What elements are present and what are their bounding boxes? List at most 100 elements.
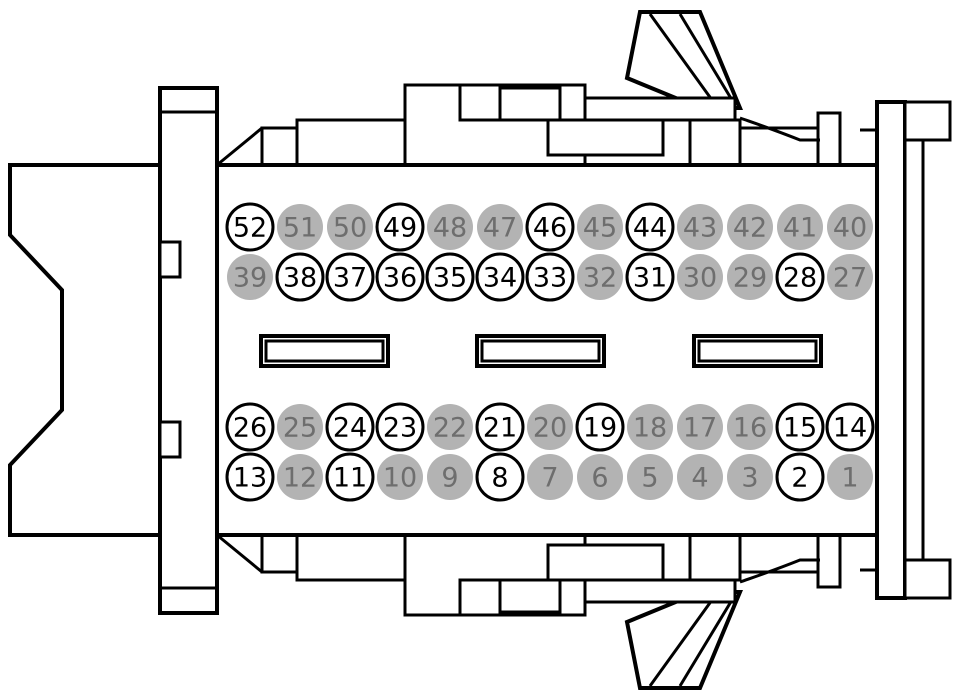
pin-10: 10 — [377, 454, 423, 500]
pin-51: 51 — [277, 204, 323, 250]
pin-label: 38 — [283, 263, 317, 294]
pin-label: 35 — [433, 263, 467, 294]
pin-cavity — [527, 404, 573, 450]
pin-label: 4 — [691, 463, 708, 494]
pin-41: 41 — [777, 204, 823, 250]
pin-cavity — [475, 402, 525, 452]
pin-24: 24 — [325, 402, 375, 452]
pin-7: 7 — [527, 454, 573, 500]
pin-cavity — [625, 252, 675, 302]
pin-label: 41 — [783, 213, 817, 244]
pin-50: 50 — [327, 204, 373, 250]
pin-label: 31 — [633, 263, 667, 294]
pin-19: 19 — [575, 402, 625, 452]
pin-cavity — [727, 454, 773, 500]
pin-5: 5 — [627, 454, 673, 500]
pin-8: 8 — [475, 452, 525, 502]
pin-label: 28 — [783, 263, 817, 294]
pin-25: 25 — [277, 404, 323, 450]
pin-cavity — [827, 254, 873, 300]
pin-cavity — [225, 402, 275, 452]
pin-42: 42 — [727, 204, 773, 250]
left-flange — [158, 86, 219, 615]
pin-44: 44 — [625, 202, 675, 252]
pin-cavity — [577, 454, 623, 500]
pin-label: 30 — [683, 263, 717, 294]
pin-label: 17 — [683, 413, 717, 444]
pin-cavity — [577, 254, 623, 300]
pin-cavity — [425, 252, 475, 302]
pin-label: 2 — [791, 463, 808, 494]
pin-label: 13 — [233, 463, 267, 494]
pin-label: 20 — [533, 413, 567, 444]
upper-fin-detail-2 — [678, 13, 737, 106]
pin-label: 44 — [633, 213, 667, 244]
pin-label: 16 — [733, 413, 767, 444]
pin-cavity — [375, 202, 425, 252]
pin-38: 38 — [275, 252, 325, 302]
pin-16: 16 — [727, 404, 773, 450]
pin-label: 32 — [583, 263, 617, 294]
lower-fin-detail — [648, 599, 714, 687]
pin-label: 43 — [683, 213, 717, 244]
pin-46: 46 — [525, 202, 575, 252]
pin-36: 36 — [375, 252, 425, 302]
pin-cavity — [677, 454, 723, 500]
pin-cavity — [727, 404, 773, 450]
pin-28: 28 — [775, 252, 825, 302]
pin-cavity — [427, 204, 473, 250]
pin-35: 35 — [425, 252, 475, 302]
pin-label: 25 — [283, 413, 317, 444]
bottom-latch — [260, 533, 842, 617]
pin-14: 14 — [825, 402, 875, 452]
pin-48: 48 — [427, 204, 473, 250]
pin-cavity — [325, 402, 375, 452]
pin-label: 37 — [333, 263, 367, 294]
pin-label: 21 — [483, 413, 517, 444]
pin-34: 34 — [475, 252, 525, 302]
pin-cavity — [677, 204, 723, 250]
pin-33: 33 — [525, 252, 575, 302]
pin-9: 9 — [427, 454, 473, 500]
pin-label: 23 — [383, 413, 417, 444]
pin-21: 21 — [475, 402, 525, 452]
pin-label: 26 — [233, 413, 267, 444]
right-end-frame — [860, 100, 952, 600]
keying-slot-right — [692, 334, 823, 368]
pin-cavity — [225, 452, 275, 502]
pin-cavity — [327, 204, 373, 250]
pin-cavity — [527, 454, 573, 500]
pin-label: 10 — [383, 463, 417, 494]
pin-43: 43 — [677, 204, 723, 250]
pin-cavity — [777, 204, 823, 250]
pin-12: 12 — [277, 454, 323, 500]
pin-cavity — [475, 252, 525, 302]
pin-label: 52 — [233, 213, 267, 244]
pin-26: 26 — [225, 402, 275, 452]
pin-label: 29 — [733, 263, 767, 294]
flange-tab-upper — [158, 240, 182, 279]
keying-slot-left — [259, 334, 390, 368]
pin-30: 30 — [677, 254, 723, 300]
pin-cavity — [275, 252, 325, 302]
pin-cavity — [227, 254, 273, 300]
pin-cavity — [427, 404, 473, 450]
pin-label: 42 — [733, 213, 767, 244]
pin-cavity — [525, 252, 575, 302]
pin-cavity — [775, 402, 825, 452]
pin-31: 31 — [625, 252, 675, 302]
pin-22: 22 — [427, 404, 473, 450]
pin-40: 40 — [827, 204, 873, 250]
pin-label: 11 — [333, 463, 367, 494]
pin-cavity — [827, 204, 873, 250]
pin-label: 39 — [233, 263, 267, 294]
pin-label: 34 — [483, 263, 517, 294]
pin-cavity — [475, 452, 525, 502]
pin-45: 45 — [577, 204, 623, 250]
pin-label: 40 — [833, 213, 867, 244]
pin-label: 6 — [591, 463, 608, 494]
pin-49: 49 — [375, 202, 425, 252]
pin-cavity — [377, 454, 423, 500]
pin-label: 5 — [641, 463, 658, 494]
